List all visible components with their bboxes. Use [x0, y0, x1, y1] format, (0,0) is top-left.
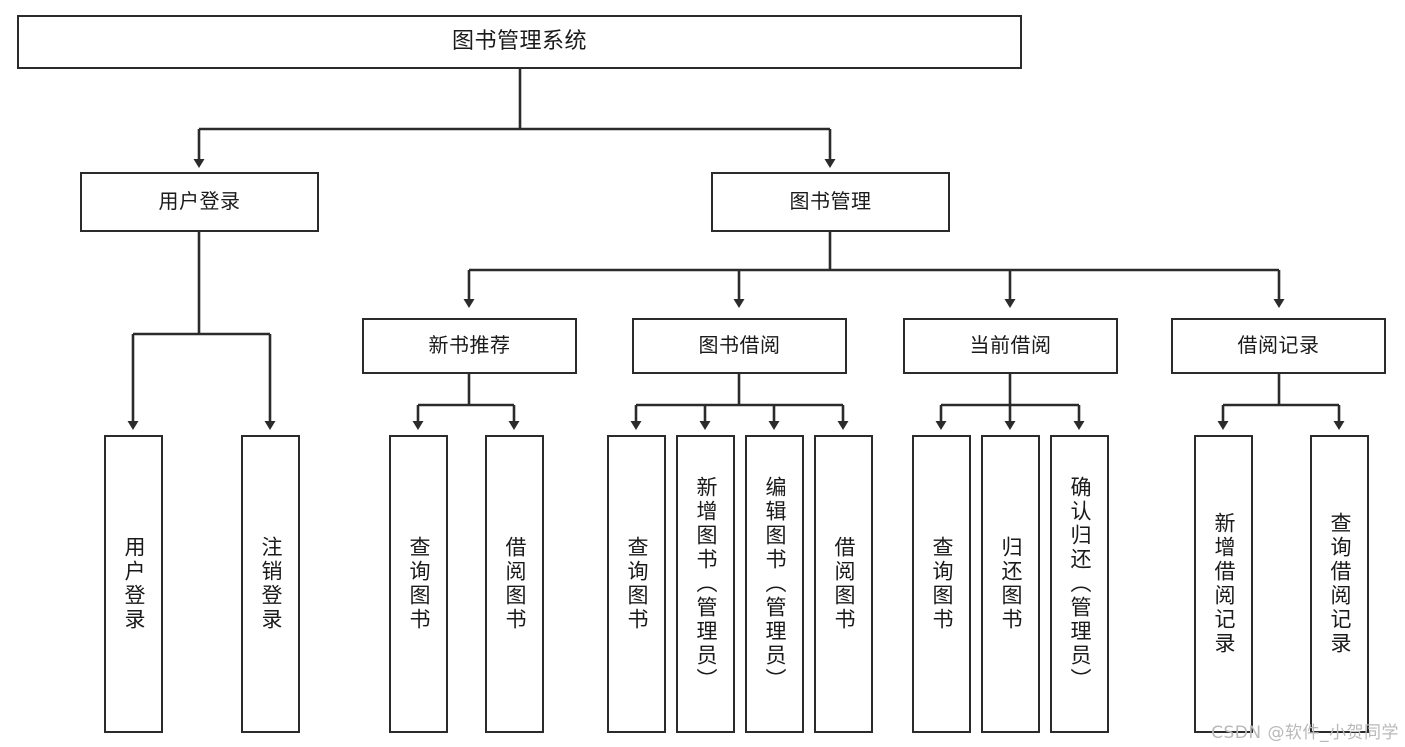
leaf-new-book-query[interactable]: 查询图书 — [389, 435, 448, 733]
node-book-management-label: 图书管理 — [789, 189, 872, 214]
node-current-borrow[interactable]: 当前借阅 — [903, 318, 1118, 374]
leaf-borrow-add-book[interactable]: 新增图书（管理员） — [676, 435, 735, 733]
leaf-current-return-book-label: 归还图书 — [999, 536, 1023, 632]
node-book-borrow[interactable]: 图书借阅 — [632, 318, 847, 374]
leaf-records-add-label: 新增借阅记录 — [1212, 512, 1236, 656]
leaf-borrow-query-book[interactable]: 查询图书 — [607, 435, 666, 733]
leaf-current-return-book[interactable]: 归还图书 — [981, 435, 1040, 733]
leaf-records-query[interactable]: 查询借阅记录 — [1310, 435, 1369, 733]
node-new-book-recommend-label: 新书推荐 — [428, 333, 511, 358]
leaf-records-add[interactable]: 新增借阅记录 — [1194, 435, 1253, 733]
leaf-borrow-edit-book-label: 编辑图书（管理员） — [763, 476, 787, 692]
leaf-borrow-borrow-book[interactable]: 借阅图书 — [814, 435, 873, 733]
leaf-logout-label: 注销登录 — [259, 536, 283, 632]
leaf-borrow-query-book-label: 查询图书 — [625, 536, 649, 632]
leaf-current-query-book-label: 查询图书 — [930, 536, 954, 632]
leaf-records-query-label: 查询借阅记录 — [1328, 512, 1352, 656]
node-user-login[interactable]: 用户登录 — [80, 172, 319, 232]
watermark-text: CSDN @软件_小贺同学 — [1211, 723, 1399, 743]
leaf-logout[interactable]: 注销登录 — [241, 435, 300, 733]
leaf-borrow-edit-book[interactable]: 编辑图书（管理员） — [745, 435, 804, 733]
node-user-login-label: 用户登录 — [158, 189, 241, 214]
leaf-user-login-label: 用户登录 — [122, 536, 146, 632]
leaf-current-confirm-return-label: 确认归还（管理员） — [1068, 476, 1092, 692]
leaf-new-book-query-label: 查询图书 — [407, 536, 431, 632]
leaf-user-login[interactable]: 用户登录 — [104, 435, 163, 733]
leaf-borrow-borrow-book-label: 借阅图书 — [832, 536, 856, 632]
node-borrow-records[interactable]: 借阅记录 — [1171, 318, 1386, 374]
leaf-current-query-book[interactable]: 查询图书 — [912, 435, 971, 733]
node-root-label: 图书管理系统 — [451, 29, 587, 55]
node-book-borrow-label: 图书借阅 — [698, 333, 781, 358]
node-borrow-records-label: 借阅记录 — [1237, 333, 1320, 358]
leaf-current-confirm-return[interactable]: 确认归还（管理员） — [1050, 435, 1109, 733]
node-current-borrow-label: 当前借阅 — [969, 333, 1052, 358]
leaf-new-book-borrow-label: 借阅图书 — [503, 536, 527, 632]
node-book-management[interactable]: 图书管理 — [711, 172, 950, 232]
node-new-book-recommend[interactable]: 新书推荐 — [362, 318, 577, 374]
node-root[interactable]: 图书管理系统 — [17, 15, 1022, 69]
leaf-new-book-borrow[interactable]: 借阅图书 — [485, 435, 544, 733]
leaf-borrow-add-book-label: 新增图书（管理员） — [694, 476, 718, 692]
